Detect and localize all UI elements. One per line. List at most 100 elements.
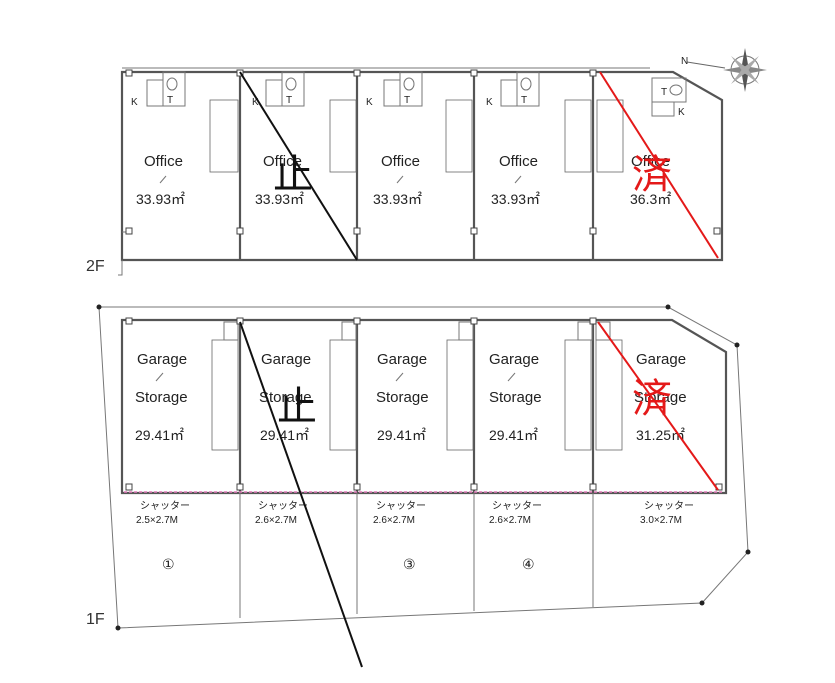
shutter-label: シャッター [140,500,190,512]
shutter-size: 2.5×2.7M [136,515,178,526]
stair-icon [564,99,592,173]
kitchen-label: K [486,97,493,108]
room-area: 29.41㎡ [135,427,184,443]
shutter-label: シャッター [644,500,694,512]
toilet-label: T [404,95,410,106]
kitchen-label: K [131,97,138,108]
stair-icon [564,339,592,451]
divider-slash [396,175,404,184]
room-name: Office [144,153,183,170]
pipe-space-group [223,321,611,341]
first-floor-unit-2: Garage Storage 29.41㎡ シャッター 2.6×2.7M [255,351,312,526]
room-area: 29.41㎡ [260,427,309,443]
toilet-label: T [286,95,292,106]
cancel-line-black [239,321,363,668]
lot-number: ① [162,556,175,572]
toilet-room [281,71,305,107]
room-name-line1: Garage [489,351,539,368]
toilet-icon [403,77,415,91]
room-name: Office [499,153,538,170]
room-area: 33.93㎡ [491,191,540,207]
room-name-line2: Storage [489,389,542,406]
room-name-line2: Storage [135,389,188,406]
room-area: 29.41㎡ [489,427,538,443]
floor-label-1f: 1F [86,611,105,628]
room-name: Office [381,153,420,170]
divider-slash [514,175,522,184]
stair-icon [211,339,239,451]
first-floor-unit-1: Garage Storage 29.41㎡ シャッター 2.5×2.7M ① [135,351,190,572]
room-name-line1: Garage [261,351,311,368]
divider-slash [395,372,404,382]
room-name-line1: Garage [636,351,686,368]
room-name-line2: Storage [634,389,687,406]
north-label: N [681,56,688,67]
divider-slash [507,372,516,382]
toilet-label: T [661,87,667,98]
first-floor-plan: Garage Storage 29.41㎡ シャッター 2.5×2.7M ① G… [86,304,751,668]
shutter-label: シャッター [258,500,308,512]
kitchen-label: K [366,97,373,108]
divider-slash [155,372,164,382]
cancel-line-black [239,71,358,261]
first-floor-unit-5: Garage Storage 31.25㎡ シャッター 3.0×2.7M [634,351,694,526]
toilet-label: T [521,95,527,106]
lot-number: ③ [403,556,416,572]
cancel-line-red [599,71,719,259]
room-area: 33.93㎡ [373,191,422,207]
second-floor-edge-detail [118,231,130,276]
kitchen-sink-icon [651,101,675,117]
second-floor-unit-3: K T Office 33.93㎡ [366,71,473,207]
toilet-room [516,71,540,107]
kitchen-label: K [678,107,685,118]
kitchen-sink-icon [265,79,283,107]
toilet-icon [285,77,297,91]
first-floor-outline [120,318,728,495]
shutter-size: 2.6×2.7M [255,515,297,526]
room-name-line1: Garage [137,351,187,368]
stair-icon [596,99,624,173]
first-floor-unit-4: Garage Storage 29.41㎡ シャッター 2.6×2.7M ④ [489,351,542,572]
room-name-line1: Garage [377,351,427,368]
stair-icon [446,339,474,451]
compass-rose-icon: N [681,48,767,92]
toilet-icon [669,84,683,96]
stair-icon [329,99,357,173]
toilet-room [651,77,687,103]
lot-number: ④ [522,556,535,572]
room-area: 31.25㎡ [636,427,685,443]
room-area: 29.41㎡ [377,427,426,443]
sold-mark: 済 [632,152,672,198]
stair-icon [329,339,357,451]
shutter-size: 2.6×2.7M [489,515,531,526]
room-area: 36.3㎡ [630,191,671,207]
toilet-icon [520,77,532,91]
sold-mark: 済 [632,376,672,422]
toilet-icon [166,77,178,91]
shutter-size: 3.0×2.7M [640,515,682,526]
kitchen-sink-icon [500,79,518,107]
toilet-room [399,71,423,107]
toilet-label: T [167,95,173,106]
kitchen-sink-icon [146,79,164,107]
toilet-room [162,71,186,107]
shutter-label: シャッター [492,500,542,512]
room-area: 33.93㎡ [136,191,185,207]
shutter-size: 2.6×2.7M [373,515,415,526]
second-floor-unit-5: T K Office 36.3㎡ [596,77,687,207]
kitchen-sink-icon [383,79,401,107]
room-name-line2: Storage [376,389,429,406]
shutter-label: シャッター [376,500,426,512]
site-corner-markers [96,304,751,631]
stair-icon [209,99,239,173]
cancel-line-red [597,321,719,491]
second-floor-plan: K T Office 33.93㎡ K T Office 33.93㎡ K T … [86,67,724,276]
stair-icon [595,339,623,451]
room-name-line2: Storage [259,389,312,406]
second-floor-unit-4: K T Office 33.93㎡ [486,71,592,207]
stop-mark: 止 [277,384,317,430]
divider-slash [159,175,167,184]
floor-label-2f: 2F [86,258,105,275]
second-floor-unit-1: K T Office 33.93㎡ [131,71,239,207]
